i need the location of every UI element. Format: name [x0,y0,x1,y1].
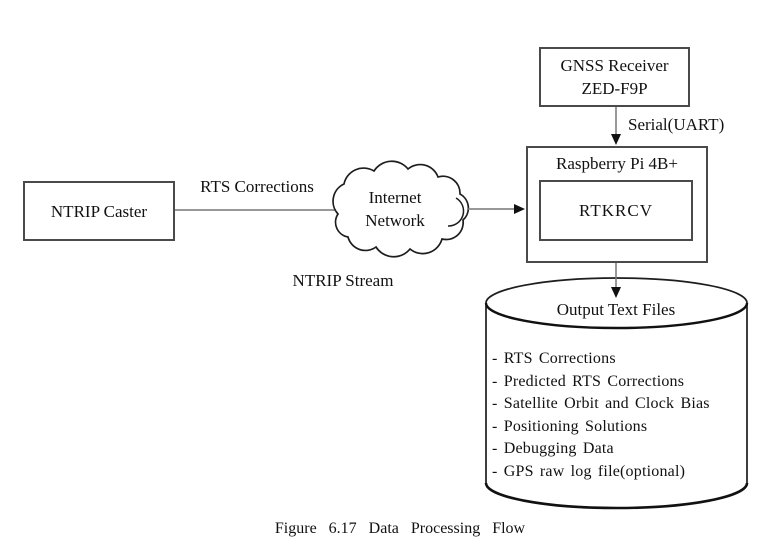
list-item: - Positioning Solutions [492,417,648,435]
output-files-title: Output Text Files [556,300,676,319]
rtkrcv-label: RTKRCV [579,201,653,220]
list-item: - Satellite Orbit and Clock Bias [492,395,710,412]
gnss-receiver-node: GNSS Receiver ZED-F9P [539,47,690,107]
arrowhead-into-files [611,287,621,298]
cloud-shape [332,160,470,258]
internet-network-label-line1: Internet [368,188,422,207]
ntrip-caster-label: NTRIP Caster [50,201,148,221]
arrowhead-into-pi [514,204,525,214]
raspberry-pi-label: Raspberry Pi 4B+ [556,154,678,173]
gnss-receiver-label-line1: GNSS Receiver [560,56,669,75]
list-item: - Predicted RTS Corrections [492,372,685,390]
rts-corrections-edge-label: RTS Corrections [200,177,314,196]
ntrip-stream-edge-label: NTRIP Stream [292,271,394,290]
serial-uart-edge-label: Serial(UART) [628,115,725,134]
output-files-list: - RTS Corrections - Predicted RTS Correc… [492,348,748,483]
cloud-curl-icon [447,197,465,227]
ntrip-caster-node: NTRIP Caster [23,181,175,241]
raspberry-pi-node: Raspberry Pi 4B+ [526,146,708,263]
internet-network-label-line2: Network [365,211,425,230]
internet-network-label: Internet Network [335,186,455,232]
list-item: - GPS raw log file(optional) [492,462,686,480]
list-item: - Debugging Data [492,440,614,457]
list-item: - RTS Corrections [492,350,616,367]
database-cylinder-bottom-arc [484,482,749,510]
figure-caption: Figure 6.17 Data Processing Flow [274,520,526,537]
rtkrcv-node: RTKRCV [539,180,693,241]
gnss-receiver-label-line2: ZED-F9P [581,79,648,98]
database-cylinder-top-lower-arc [484,302,749,330]
arrowhead-into-pi-top [611,134,621,145]
